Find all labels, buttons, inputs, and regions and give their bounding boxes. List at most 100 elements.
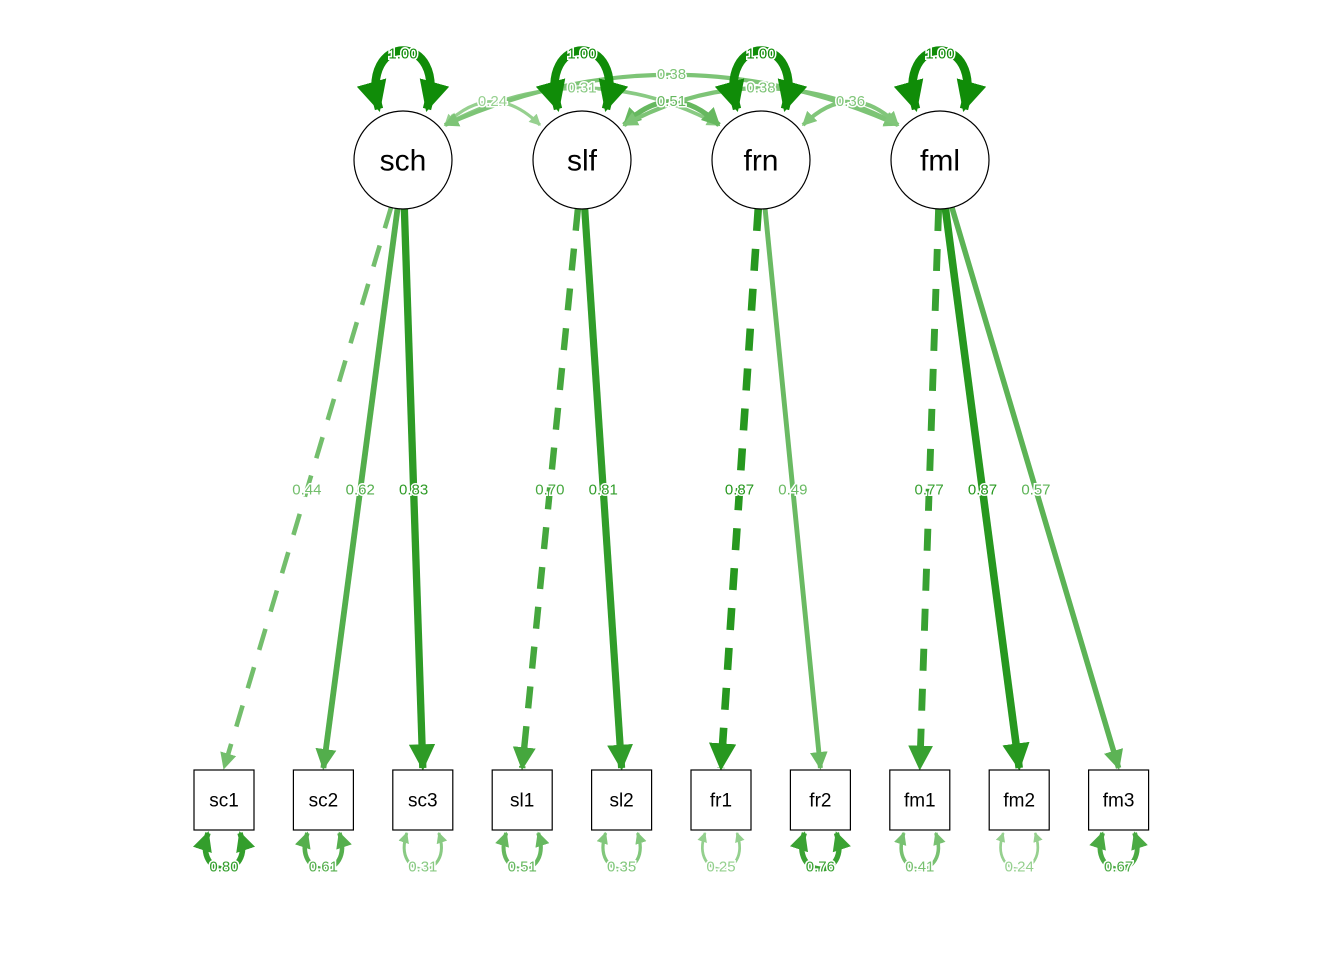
residual-loop-fr2 bbox=[789, 831, 851, 872]
value-label-layer: 0.24 0.31 0.38 0.51 0.38 0.36 0.44 0.62 0.83 0.70… bbox=[208, 44, 1135, 877]
loading-label-fml-fm3: 0.57 bbox=[1021, 482, 1050, 499]
residual-loop-sl2 bbox=[596, 831, 647, 871]
variance-loop-layer bbox=[192, 46, 1148, 872]
latent-circle-slf bbox=[532, 110, 632, 210]
variance-loop-slf bbox=[535, 46, 629, 112]
residual-loop-sc2 bbox=[294, 831, 352, 872]
loading-sch-sc3 bbox=[400, 208, 436, 771]
observed-label-sc1: sc1 bbox=[209, 791, 239, 812]
observed-label-fm3: fm3 bbox=[1103, 791, 1135, 812]
observed-box-sc3 bbox=[392, 769, 454, 831]
observed-node-fm3: fm3 bbox=[1087, 769, 1150, 831]
residual-loop-sc3 bbox=[398, 831, 448, 871]
loading-frn-fr1 bbox=[709, 208, 763, 771]
latent-node-fml: fml bbox=[890, 110, 990, 210]
residual-label-fm2: 0.24 bbox=[1005, 859, 1034, 876]
residual-label-sl1: 0.51 bbox=[508, 859, 537, 876]
residual-loop-fm2 bbox=[995, 832, 1043, 871]
loading-frn-fr2 bbox=[762, 208, 828, 770]
observed-box-sl1 bbox=[491, 769, 553, 831]
residual-label-fr1: 0.25 bbox=[706, 859, 735, 876]
loading-label-slf-sl2: 0.81 bbox=[589, 482, 618, 499]
observed-box-sc2 bbox=[292, 769, 354, 831]
observed-label-sl2: sl2 bbox=[609, 791, 633, 812]
observed-node-sc3: sc3 bbox=[392, 769, 454, 831]
observed-node-fr1: fr1 bbox=[690, 769, 752, 831]
observed-label-sc2: sc2 bbox=[309, 791, 339, 812]
latent-node-sch: sch bbox=[353, 110, 453, 210]
latent-circle-frn bbox=[711, 110, 811, 210]
latent-label-sch: sch bbox=[380, 145, 427, 178]
latent-label-fml: fml bbox=[920, 145, 960, 178]
observed-node-sl1: sl1 bbox=[491, 769, 553, 831]
variance-label-fml: 1.00 bbox=[925, 46, 954, 63]
observed-node-sc2: sc2 bbox=[292, 769, 354, 831]
node-layer: sch slf frn fml sc1 sc2 sc3 sl1 sl2 fr1 fr2 fm1 fm2 f… bbox=[193, 110, 1150, 831]
observed-label-sl1: sl1 bbox=[510, 791, 534, 812]
observed-node-fr2: fr2 bbox=[789, 769, 852, 831]
loading-label-sch-sc3: 0.83 bbox=[399, 482, 428, 499]
loading-label-slf-sl1: 0.70 bbox=[535, 482, 564, 499]
observed-box-fm2 bbox=[988, 769, 1050, 831]
variance-label-slf: 1.00 bbox=[567, 46, 596, 63]
observed-box-fr1 bbox=[690, 769, 752, 831]
observed-box-sl2 bbox=[590, 769, 653, 831]
observed-box-sc1 bbox=[193, 769, 255, 831]
covariance-label-slf-frn: 0.51 bbox=[657, 93, 686, 110]
covariance-label-slf-fml: 0.38 bbox=[746, 80, 775, 97]
variance-loop-fml bbox=[893, 46, 987, 112]
loading-label-sch-sc1: 0.44 bbox=[292, 482, 321, 499]
residual-loop-sc1 bbox=[192, 831, 256, 872]
variance-loop-sch bbox=[356, 46, 450, 112]
residual-loop-fm1 bbox=[894, 831, 946, 871]
variance-label-frn: 1.00 bbox=[746, 46, 775, 63]
observed-node-fm2: fm2 bbox=[988, 769, 1050, 831]
observed-label-fr1: fr1 bbox=[710, 791, 732, 812]
observed-box-fr2 bbox=[789, 769, 852, 831]
loading-fml-fm1 bbox=[908, 208, 943, 771]
residual-label-fm1: 0.41 bbox=[905, 859, 934, 876]
observed-node-sl2: sl2 bbox=[590, 769, 653, 831]
variance-label-sch: 1.00 bbox=[388, 46, 417, 63]
observed-box-fm1 bbox=[889, 769, 951, 831]
loading-slf-sl1 bbox=[512, 208, 582, 771]
covariance-label-sch-fml: 0.38 bbox=[657, 66, 686, 83]
loading-slf-sl2 bbox=[581, 208, 633, 771]
loading-label-frn-fr2: 0.49 bbox=[778, 482, 807, 499]
covariance-label-sch-slf: 0.24 bbox=[478, 93, 507, 110]
variance-loop-frn bbox=[714, 46, 808, 112]
residual-label-sc2: 0.61 bbox=[309, 859, 338, 876]
latent-node-frn: frn bbox=[711, 110, 811, 210]
covariance-label-frn-fml: 0.36 bbox=[836, 93, 865, 110]
observed-box-fm3 bbox=[1087, 769, 1150, 831]
latent-node-slf: slf bbox=[532, 110, 632, 210]
residual-label-fm3: 0.67 bbox=[1104, 859, 1133, 876]
residual-label-sc3: 0.31 bbox=[408, 859, 437, 876]
observed-node-sc1: sc1 bbox=[193, 769, 255, 831]
residual-label-fr2: 0.76 bbox=[806, 859, 835, 876]
observed-label-fm1: fm1 bbox=[904, 791, 936, 812]
loading-label-sch-sc2: 0.62 bbox=[346, 482, 375, 499]
covariance-label-sch-frn: 0.31 bbox=[567, 80, 596, 97]
latent-label-slf: slf bbox=[567, 145, 598, 178]
loading-label-fml-fm2: 0.87 bbox=[968, 482, 997, 499]
loading-sch-sc1 bbox=[220, 206, 394, 770]
observed-label-fm2: fm2 bbox=[1003, 791, 1035, 812]
observed-label-sc3: sc3 bbox=[408, 791, 438, 812]
loading-fml-fm2 bbox=[941, 208, 1030, 771]
residual-loop-fm3 bbox=[1089, 831, 1148, 872]
residual-loop-sl1 bbox=[495, 831, 550, 871]
observed-label-fr2: fr2 bbox=[809, 791, 831, 812]
loading-label-frn-fr1: 0.87 bbox=[725, 482, 754, 499]
covariance-frn-fml bbox=[801, 99, 900, 127]
latent-circle-sch bbox=[353, 110, 453, 210]
latent-label-frn: frn bbox=[743, 145, 778, 178]
loading-layer bbox=[220, 206, 1124, 771]
residual-loop-fr1 bbox=[697, 832, 745, 871]
latent-circle-fml bbox=[890, 110, 990, 210]
observed-node-fm1: fm1 bbox=[889, 769, 951, 831]
loading-label-fml-fm1: 0.77 bbox=[915, 482, 944, 499]
residual-label-sl2: 0.35 bbox=[607, 859, 636, 876]
residual-label-sc1: 0.80 bbox=[209, 859, 238, 876]
